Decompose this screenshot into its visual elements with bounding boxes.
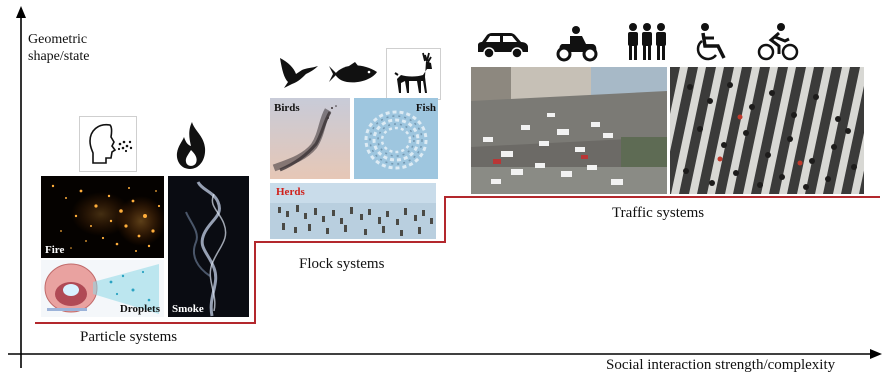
wheelchair-icon <box>696 22 730 64</box>
y-axis-arrow <box>16 6 26 18</box>
fire-caption: Fire <box>45 244 65 256</box>
fish-icon <box>327 62 379 86</box>
droplets-image: Droplets <box>41 260 164 317</box>
flock-systems-label: Flock systems <box>299 256 385 272</box>
flame-icon <box>172 120 212 172</box>
y-axis-label: Geometric shape/state <box>28 32 90 64</box>
person-breathing-droplets-icon <box>79 116 137 172</box>
fire-image: Fire <box>41 176 164 258</box>
deer-icon <box>386 48 441 100</box>
progression-step-line <box>35 196 880 324</box>
herds-caption: Herds <box>276 186 305 198</box>
fish-image: Fish <box>354 98 438 179</box>
particle-systems-label: Particle systems <box>80 329 178 345</box>
pedestrian-crossing-image <box>670 67 864 194</box>
bird-icon <box>276 56 322 90</box>
smoke-caption: Smoke <box>172 303 204 315</box>
car-icon <box>474 30 530 60</box>
bicycle-icon <box>757 22 799 62</box>
traffic-systems-label: Traffic systems <box>612 205 705 221</box>
birds-caption: Birds <box>274 102 300 114</box>
birds-image: Birds <box>270 98 350 179</box>
smoke-image: Smoke <box>168 176 249 317</box>
traffic-intersection-image <box>471 67 667 194</box>
herds-image: Herds <box>270 183 436 239</box>
fish-caption: Fish <box>415 102 436 114</box>
x-axis-arrow <box>870 349 882 359</box>
motorcycle-icon <box>556 24 598 62</box>
x-axis-label: Social interaction strength/complexity <box>606 357 836 373</box>
droplets-caption: Droplets <box>119 303 160 315</box>
pedestrian-group-icon <box>626 22 668 62</box>
